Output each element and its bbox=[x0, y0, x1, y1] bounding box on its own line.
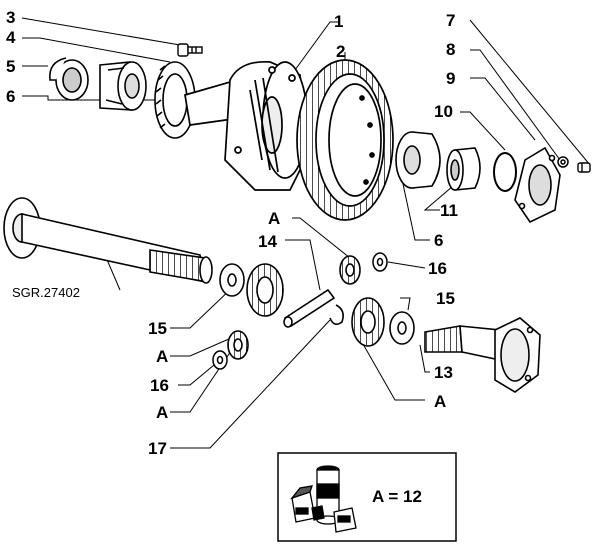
callout-15-left: 15 bbox=[148, 319, 167, 338]
bolt-part-7 bbox=[577, 162, 591, 173]
right-axle-shaft-part-13 bbox=[424, 317, 541, 393]
can-label: Fiat bbox=[322, 490, 333, 496]
taper-bearing bbox=[99, 61, 147, 111]
thrust-washer-part-15-right bbox=[389, 311, 415, 345]
callout-1: 1 bbox=[334, 12, 343, 31]
callout-16-right: 16 bbox=[428, 259, 447, 278]
side-gear-left bbox=[246, 263, 284, 317]
callout-16-left: 16 bbox=[150, 376, 169, 395]
left-axle-shaft bbox=[3, 197, 213, 284]
callout-A-left-2: A bbox=[156, 403, 168, 422]
callout-5: 5 bbox=[6, 57, 15, 76]
side-gear-right bbox=[351, 297, 385, 347]
lubricant-box-icon bbox=[311, 505, 357, 533]
ring-gear-part-2 bbox=[296, 59, 394, 221]
callout-14: 14 bbox=[258, 232, 277, 251]
callout-2: 2 bbox=[336, 42, 345, 61]
callout-A-top: A bbox=[268, 209, 280, 228]
callout-11: 11 bbox=[440, 201, 458, 220]
callout-labels: 3 4 5 6 1 2 7 8 9 10 11 6 16 15 13 A A 1… bbox=[6, 8, 458, 458]
pinion-shaft-part-14 bbox=[283, 288, 336, 328]
washer-part-16-right bbox=[372, 252, 388, 272]
callout-8: 8 bbox=[446, 40, 455, 59]
circlip-part-17 bbox=[329, 304, 344, 326]
bolt-part-3 bbox=[177, 43, 203, 57]
callout-15-right: 15 bbox=[436, 289, 455, 308]
washer-part-8 bbox=[557, 156, 569, 168]
differential-housing-part-1 bbox=[184, 60, 323, 191]
reference-code: SGR.27402 bbox=[12, 285, 80, 300]
callout-13: 13 bbox=[434, 363, 453, 382]
callout-6-right: 6 bbox=[434, 231, 443, 250]
washer-part-16-left bbox=[212, 350, 228, 370]
callout-A-left-1: A bbox=[156, 347, 168, 366]
pinion-gear-left bbox=[227, 330, 249, 360]
thrust-washer-part-15-left bbox=[219, 263, 245, 297]
sleeve-part-11 bbox=[446, 147, 481, 191]
callout-7: 7 bbox=[446, 11, 455, 30]
bearing-race-part-5 bbox=[49, 57, 89, 101]
callout-17: 17 bbox=[148, 439, 167, 458]
callout-3: 3 bbox=[6, 8, 15, 27]
callout-6-left: 6 bbox=[6, 87, 15, 106]
callout-10: 10 bbox=[434, 102, 453, 121]
callout-A-right: A bbox=[434, 392, 446, 411]
flange-cover-part-9 bbox=[514, 146, 561, 224]
callout-9: 9 bbox=[446, 69, 455, 88]
legend-box: Fiat A = 12 bbox=[277, 452, 457, 542]
o-ring-part-10 bbox=[493, 152, 517, 192]
pinion-gear-upper bbox=[339, 255, 361, 285]
bearing-part-6-right bbox=[395, 131, 441, 189]
tone-ring-part-4 bbox=[154, 61, 196, 139]
legend-equation: A = 12 bbox=[372, 487, 422, 506]
callout-4: 4 bbox=[6, 28, 16, 47]
